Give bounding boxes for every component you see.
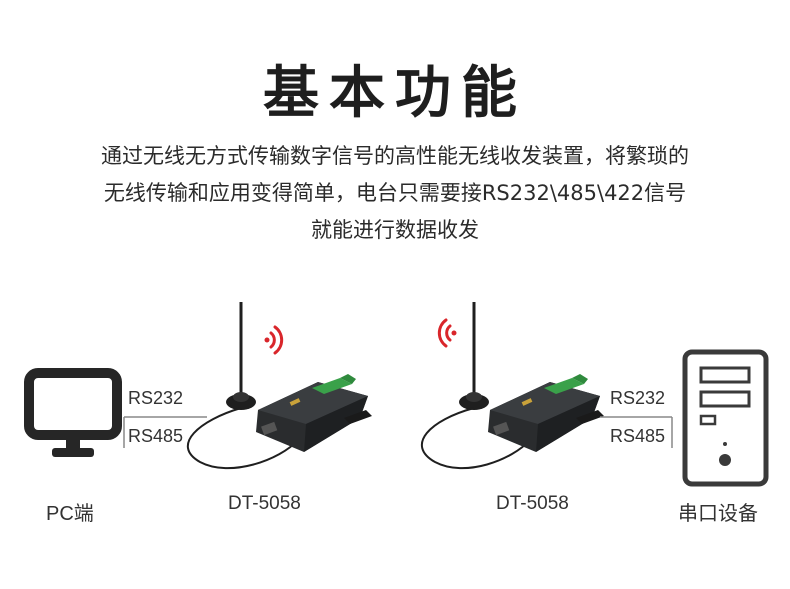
right-rs485-label: RS485 (610, 426, 666, 446)
description-line-1: 通过无线无方式传输数字信号的高性能无线收发装置，将繁琐的 (101, 144, 689, 168)
right-rs232-label: RS232 (610, 388, 666, 408)
pc-monitor-icon (24, 368, 122, 457)
serial-device-icon (682, 349, 769, 487)
page-title: 基本功能 (263, 61, 527, 126)
serial-device-label: 串口设备 (678, 503, 758, 525)
left-rs485-label: RS485 (128, 426, 184, 446)
description: 通过无线无方式传输数字信号的高性能无线收发装置，将繁琐的 无线传输和应用变得简单… (20, 138, 770, 249)
description-line-2: 无线传输和应用变得简单，电台只需要接RS232\485\422信号 (103, 181, 687, 205)
signal-waves-icon-left (264, 325, 284, 355)
device-left-label: DT-5058 (228, 493, 301, 514)
pc-label: PC端 (46, 503, 94, 525)
device-right-label: DT-5058 (496, 493, 569, 514)
left-rs232-label: RS232 (128, 388, 184, 408)
radio-device-right (420, 302, 604, 470)
signal-waves-icon-right (437, 318, 457, 348)
left-connection-lines (123, 416, 207, 448)
description-line-3: 就能进行数据收发 (311, 218, 479, 242)
right-connection-lines (600, 416, 673, 448)
radio-device-left (186, 302, 372, 470)
